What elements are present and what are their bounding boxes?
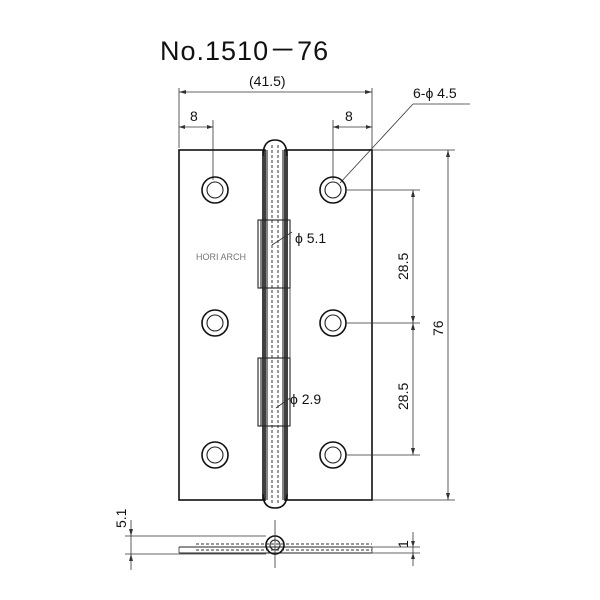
dim-spacing-lower: 28.5: [395, 383, 411, 410]
dim-hole-spec: 6-ϕ 4.5: [413, 85, 457, 101]
dim-height: 76: [430, 320, 446, 336]
screw-hole-right-middle: [319, 309, 347, 337]
screw-hole-left-top: [201, 176, 229, 204]
screw-hole-left-middle: [201, 309, 229, 337]
drawing-title: No.1510－76: [160, 36, 329, 66]
dim-overall-width: (41.5): [249, 73, 286, 89]
knuckle-segment-2: [257, 357, 291, 427]
knuckle-segment-1: [257, 219, 291, 289]
screw-hole-right-top: [319, 176, 347, 204]
dim-pin-diameter: ϕ 2.9: [290, 391, 321, 407]
dim-leaf-thickness: 1: [395, 540, 411, 548]
side-view: [178, 520, 373, 568]
dim-spacing-upper: 28.5: [395, 253, 411, 280]
right-leaf: [284, 149, 373, 501]
screw-hole-left-bottom: [201, 441, 229, 469]
left-leaf: [178, 149, 266, 501]
dim-right-hole-offset: 8: [345, 108, 353, 124]
knuckle-barrel: [262, 139, 288, 509]
stamp-mark: HORI ARCH: [196, 252, 246, 262]
screw-hole-right-bottom: [319, 441, 347, 469]
dim-side-thickness: 5.1: [113, 508, 129, 528]
dim-knuckle-diameter: ϕ 5.1: [295, 230, 326, 246]
dim-left-hole-offset: 8: [190, 108, 198, 124]
